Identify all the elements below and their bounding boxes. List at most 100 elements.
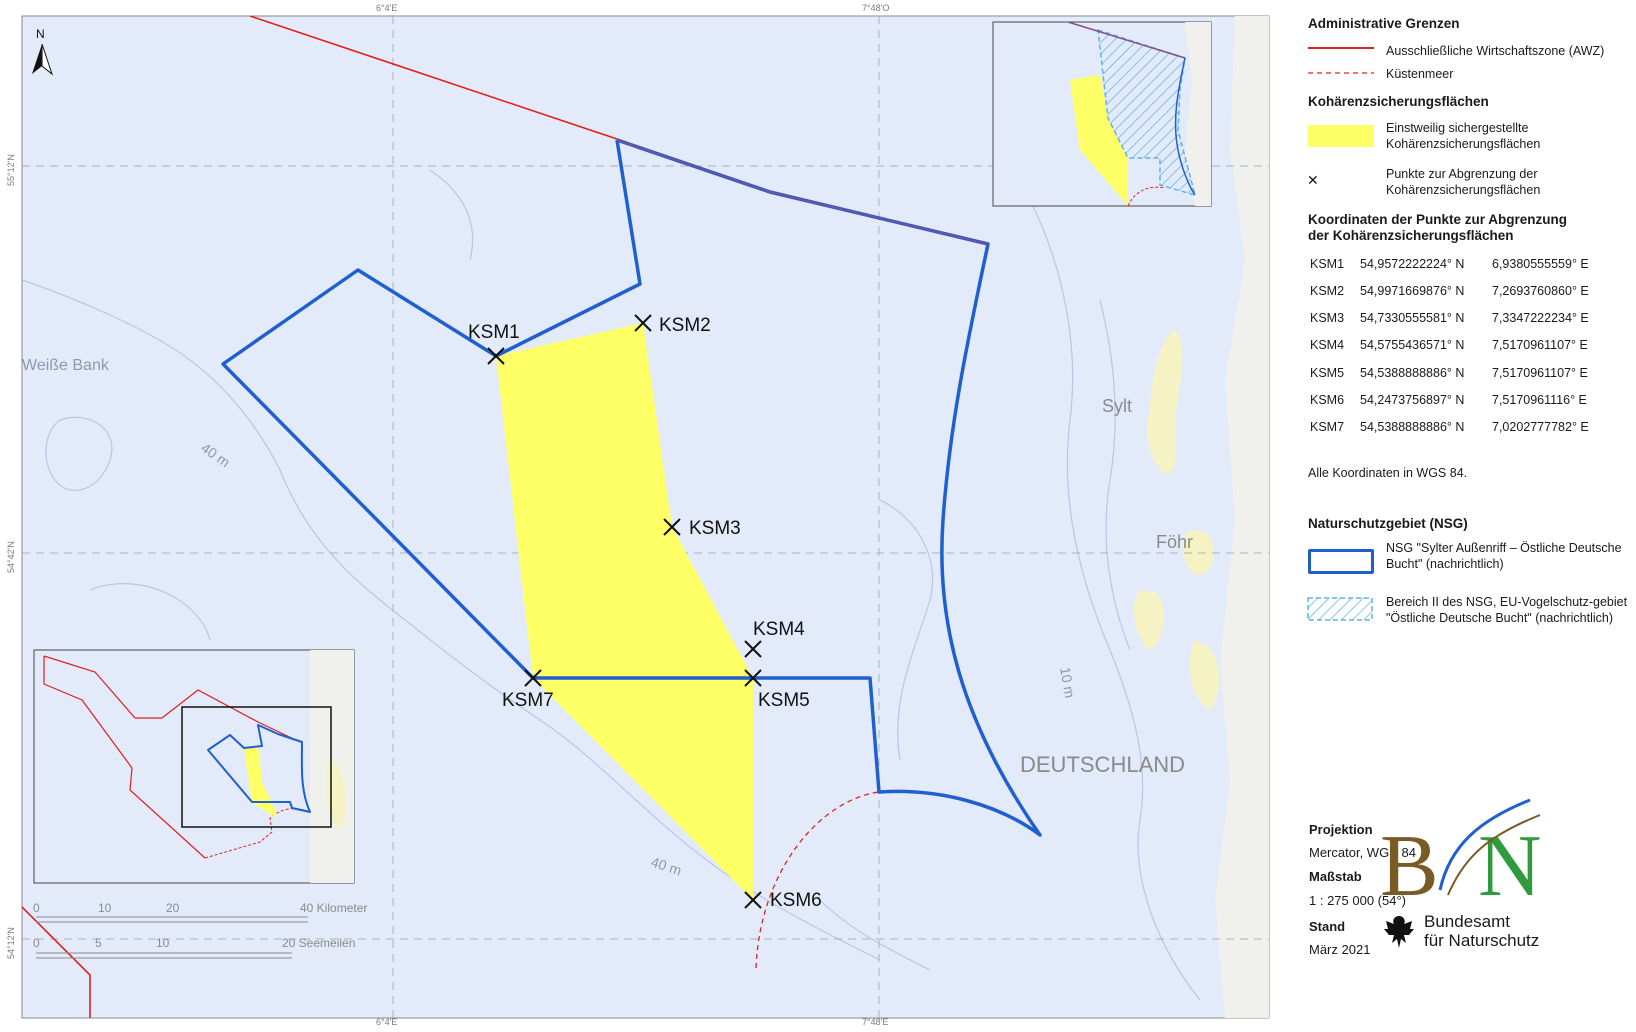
coord-lat: 54,9971669876° N — [1360, 284, 1465, 298]
legend-cross-icon: ✕ — [1307, 172, 1319, 188]
scalebar: 0 10 20 40 Kilometer 0 5 10 20 Seemeilen — [33, 901, 367, 959]
kohaerenzsicherungsflaeche — [496, 323, 753, 900]
mainland — [1215, 16, 1269, 1018]
massstab-value: 1 : 275 000 (54°) — [1309, 893, 1406, 908]
amrum-island — [1133, 590, 1165, 650]
foehr-label: Föhr — [1156, 532, 1193, 552]
coord-lat: 54,5388888886° N — [1360, 420, 1465, 434]
ksm4-marker — [744, 640, 762, 658]
legend-nsg-swatch — [1308, 549, 1374, 574]
legend-koordinaten-title-2: der Kohärenzsicherungsflächen — [1308, 228, 1514, 243]
projektion-value: Mercator, WGS 84 — [1309, 845, 1416, 860]
depth-label-10m: 10 m — [1057, 666, 1078, 699]
legend-wgs-note: Alle Koordinaten in WGS 84. — [1308, 466, 1468, 480]
depth-contours — [22, 169, 1201, 1001]
ksm6-marker — [744, 891, 762, 909]
ksm6-label: KSM6 — [770, 890, 822, 911]
grid-label-top-right: 7°48'O — [862, 3, 889, 13]
halligen — [1190, 640, 1220, 710]
legend-bereich-label: Bereich II des NSG, EU-Vogelschutz-gebie… — [1386, 595, 1628, 625]
grid-label-top-left: 6°4'E — [376, 3, 397, 13]
coord-id: KSM3 — [1310, 311, 1345, 325]
weisse-bank-label: Weiße Bank — [22, 357, 110, 374]
awz-line-southwest — [22, 905, 91, 1018]
legend-einstweilig-label: Einstweilig sichergestellte Kohärenzsich… — [1386, 121, 1541, 151]
legend-kuestenmeer-label: Küstenmeer — [1386, 67, 1454, 81]
grid-label-bottom-right: 7°48'E — [862, 1017, 888, 1027]
ksm-markers — [487, 314, 762, 909]
location-inset — [992, 21, 1212, 207]
coord-id: KSM7 — [1310, 420, 1345, 434]
coord-lat: 54,7330555581° N — [1360, 311, 1465, 325]
legend-awz-symbol — [1308, 47, 1374, 74]
scale-nm-10: 10 — [156, 936, 170, 950]
legend-nsg-title: Naturschutzgebiet (NSG) — [1308, 516, 1468, 531]
scale-nm-0: 0 — [33, 936, 40, 950]
overview-inset — [33, 649, 355, 884]
scale-km-20: 20 — [166, 901, 180, 915]
stand-value: März 2021 — [1309, 942, 1371, 957]
grid-label-bottom-left: 6°4'E — [376, 1017, 397, 1027]
coord-lon: 6,9380555559° E — [1492, 257, 1589, 271]
coord-lon: 7,5170961116° E — [1492, 393, 1587, 407]
coord-lon: 7,2693760860° E — [1492, 284, 1589, 298]
ksm5-label: KSM5 — [758, 690, 810, 711]
legend-punkte-label: Punkte zur Abgrenzung der Kohärenzsicher… — [1386, 167, 1541, 197]
bfn-logo-b: B — [1380, 818, 1439, 905]
ksm2-label: KSM2 — [659, 315, 711, 336]
legend-awz-label: Ausschließliche Wirtschaftszone (AWZ) — [1386, 44, 1605, 58]
ksm1-label: KSM1 — [468, 322, 520, 343]
bfn-logo-n: N — [1478, 818, 1542, 905]
ksm5-marker — [744, 669, 762, 687]
ksm2-marker — [634, 314, 652, 332]
coord-lat: 54,9572222224° N — [1360, 257, 1465, 271]
stand-title: Stand — [1309, 919, 1346, 934]
grid-label-lat-middle-left: 54°42'N — [6, 541, 16, 573]
legend-admin-title: Administrative Grenzen — [1308, 16, 1460, 31]
legend-yellow-swatch — [1308, 125, 1374, 147]
scale-km-0: 0 — [33, 901, 40, 915]
coord-id: KSM5 — [1310, 366, 1345, 380]
awz-nsg-overlap — [616, 139, 989, 245]
legend-koordinaten-title-1: Koordinaten der Punkte zur Abgrenzung — [1308, 212, 1568, 227]
grid-label-lat-lower-left: 54°12'N — [6, 927, 16, 959]
coord-lon: 7,5170961107° E — [1492, 366, 1588, 380]
coord-lon: 7,0202777782° E — [1492, 420, 1589, 434]
ksm4-label: KSM4 — [753, 619, 805, 640]
bfn-name-line-1: Bundesamt — [1424, 912, 1510, 931]
ksm3-marker — [663, 518, 681, 536]
ksm3-label: KSM3 — [689, 518, 741, 539]
scale-km-10: 10 — [98, 901, 112, 915]
ksm7-label: KSM7 — [502, 690, 554, 711]
coord-lat: 54,2473756897° N — [1360, 393, 1465, 407]
bfn-logo-text: Bundesamt für Naturschutz — [1424, 912, 1539, 950]
north-arrow-icon: N — [32, 27, 54, 76]
coord-id: KSM2 — [1310, 284, 1345, 298]
coord-id: KSM6 — [1310, 393, 1345, 407]
bfn-logo: B N — [1380, 798, 1542, 905]
legend-nsg-label: NSG "Sylter Außenriff – Östliche Deutsch… — [1386, 541, 1622, 571]
coord-lon: 7,3347222234° E — [1492, 311, 1589, 325]
deutschland-label: DEUTSCHLAND — [1020, 752, 1185, 777]
coord-id: KSM4 — [1310, 338, 1345, 352]
map-frame: KSM1 KSM2 KSM3 KSM4 KSM5 KSM6 KSM7 Weiße… — [6, 3, 1286, 1027]
ksm1-marker — [487, 347, 505, 365]
scale-km-40: 40 Kilometer — [300, 901, 367, 915]
nsg-boundary — [221, 138, 1042, 837]
scale-nm-5: 5 — [95, 936, 102, 950]
massstab-title: Maßstab — [1309, 869, 1362, 884]
bfn-name-line-2: für Naturschutz — [1424, 931, 1540, 950]
coord-lat: 54,5388888886° N — [1360, 366, 1465, 380]
legend-hatch-swatch — [1307, 597, 1373, 621]
grid-label-lat-upper-left: 55°12'N — [6, 154, 16, 186]
projektion-title: Projektion — [1309, 822, 1373, 837]
scale-nm-20: 20 Seemeilen — [282, 936, 355, 950]
sylt-label: Sylt — [1102, 396, 1132, 416]
ksm7-marker — [524, 669, 542, 687]
federal-eagle-icon — [1384, 916, 1414, 948]
coord-lon: 7,5170961107° E — [1492, 338, 1588, 352]
legend-panel: Administrative Grenzen Ausschließliche W… — [1276, 0, 1636, 1027]
coord-lat: 54,5755436571° N — [1360, 338, 1465, 352]
coord-id: KSM1 — [1310, 257, 1345, 271]
legend-kohaerenz-title: Kohärenzsicherungsflächen — [1308, 94, 1489, 109]
